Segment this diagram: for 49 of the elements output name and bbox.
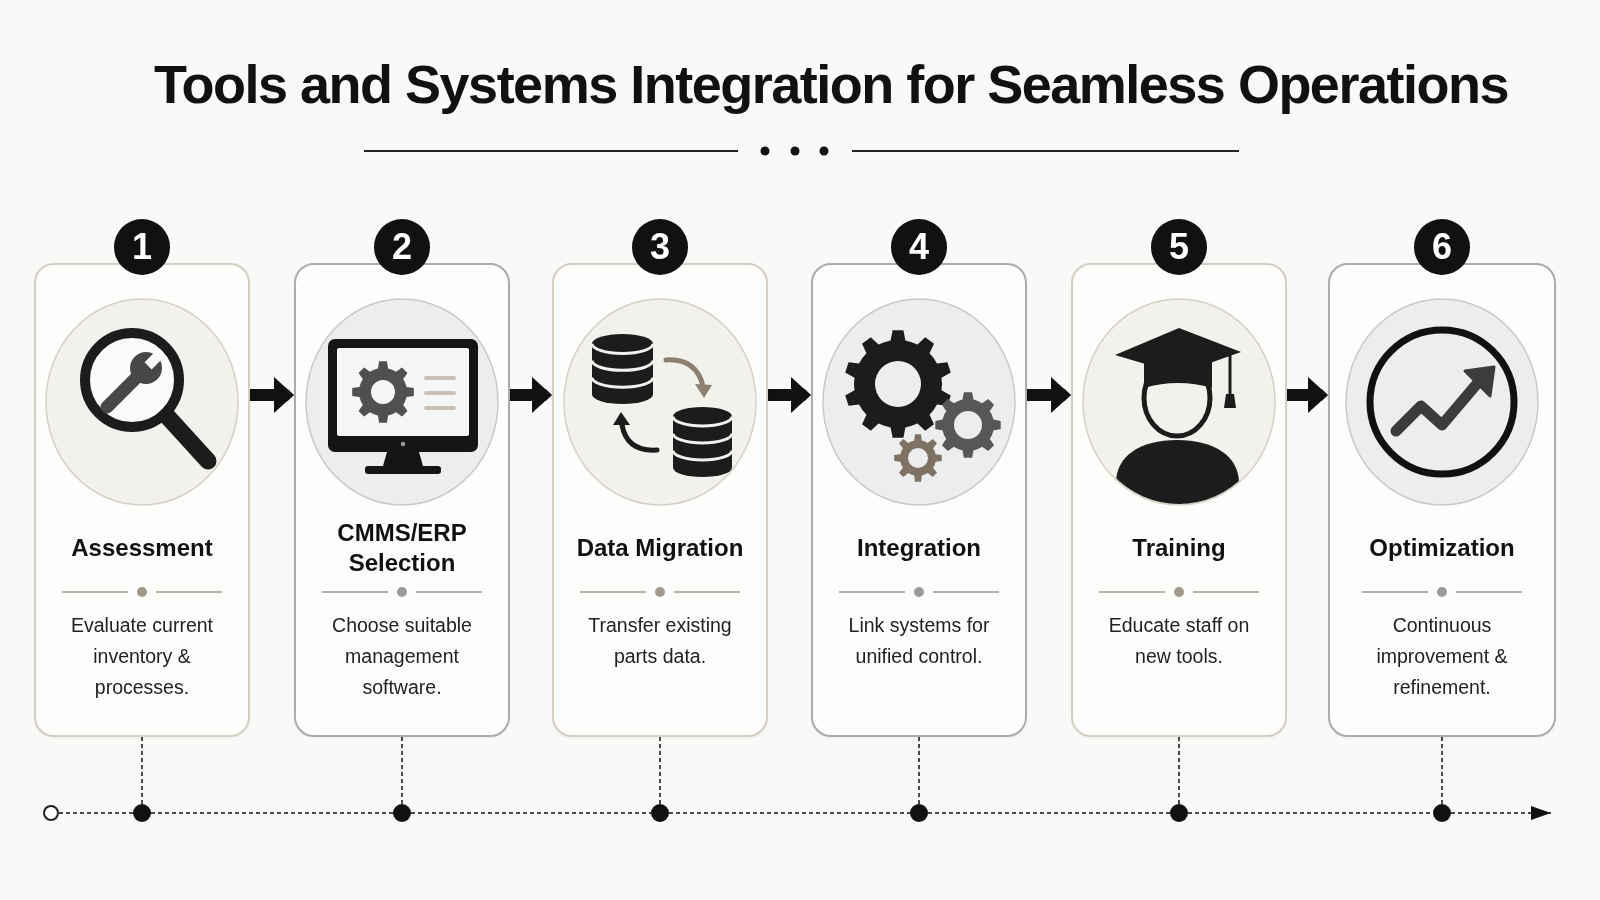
- timeline-line: [410, 812, 652, 814]
- step-number: 5: [1151, 219, 1207, 275]
- timeline-dot: [1433, 804, 1451, 822]
- step-card: [1328, 263, 1556, 737]
- step-number: 6: [1414, 219, 1470, 275]
- arrow: [1027, 377, 1071, 413]
- step-description: Educate staff on new tools.: [1108, 613, 1250, 669]
- timeline-dot: [651, 804, 669, 822]
- dashed-connector: [1178, 736, 1180, 805]
- timeline-start-circle: [43, 805, 59, 821]
- step-number: 4: [891, 219, 947, 275]
- dashed-connector: [141, 736, 143, 805]
- dashed-connector: [401, 736, 403, 805]
- step-card: [811, 263, 1027, 737]
- step-title: CMMS/ERP Selection: [336, 518, 468, 578]
- step-card: [294, 263, 510, 737]
- step-description: Choose suitable management software.: [331, 613, 473, 700]
- dashed-connector: [918, 736, 920, 805]
- timeline-line: [58, 812, 134, 814]
- step-title: Optimization: [1368, 533, 1516, 563]
- arrow: [250, 377, 294, 413]
- step-card: [1071, 263, 1287, 737]
- step-description: Evaluate current inventory & processes.: [70, 613, 214, 700]
- step-card: [34, 263, 250, 737]
- step-number: 3: [632, 219, 688, 275]
- timeline-line: [150, 812, 394, 814]
- step-description: Link systems for unified control.: [848, 613, 990, 669]
- dashed-connector: [1441, 736, 1443, 805]
- timeline-dot: [133, 804, 151, 822]
- arrow: [1287, 377, 1328, 413]
- timeline-arrow: [1450, 806, 1552, 820]
- arrow: [510, 377, 552, 413]
- step-title: Data Migration: [576, 533, 744, 563]
- step-number: 1: [114, 219, 170, 275]
- timeline-dot: [393, 804, 411, 822]
- arrow: [768, 377, 811, 413]
- step-description: Transfer existing parts data.: [587, 613, 733, 669]
- step-description: Continuous improvement & refinement.: [1375, 613, 1509, 700]
- title: Tools and Systems Integration for Seamless Operations: [154, 53, 1508, 116]
- timeline-dot: [910, 804, 928, 822]
- step-card: [552, 263, 768, 737]
- step-title: Training: [1131, 533, 1227, 563]
- timeline-dot: [1170, 804, 1188, 822]
- timeline-line: [668, 812, 911, 814]
- step-title: Assessment: [70, 533, 214, 563]
- step-title: Integration: [856, 533, 982, 563]
- dashed-connector: [659, 736, 661, 805]
- timeline-line: [927, 812, 1171, 814]
- step-number: 2: [374, 219, 430, 275]
